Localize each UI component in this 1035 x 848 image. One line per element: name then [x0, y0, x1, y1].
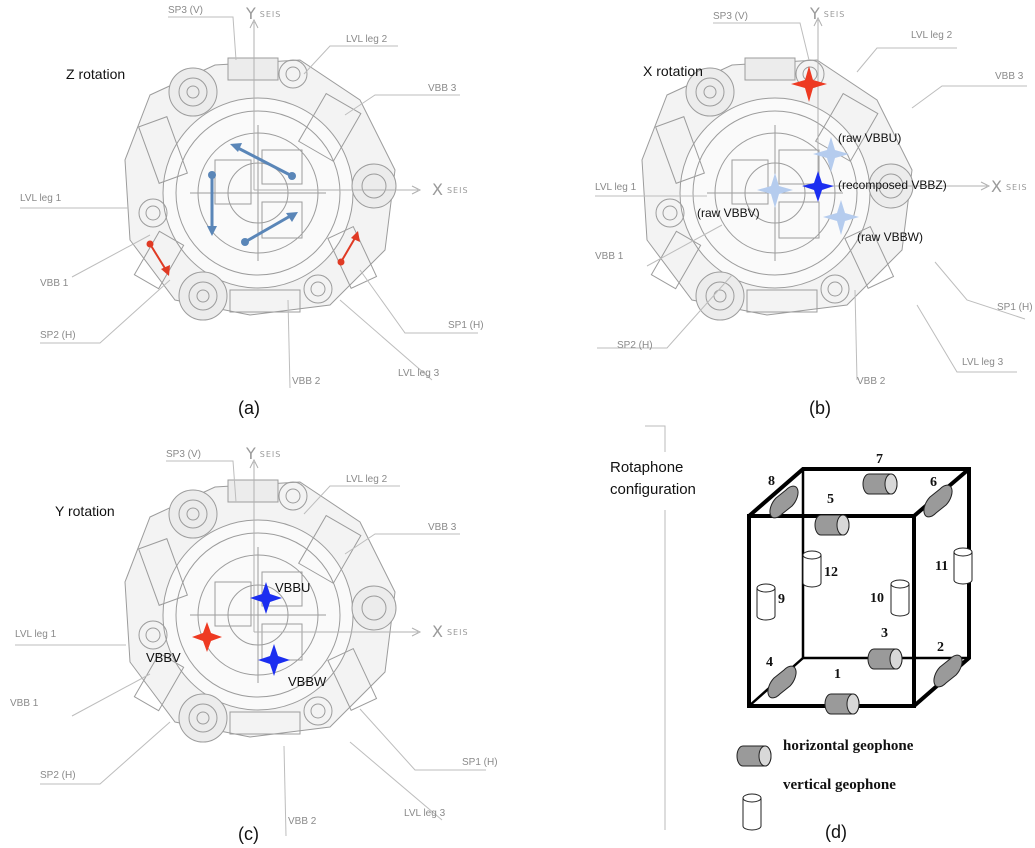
z-rotation-arrows: [146, 143, 360, 276]
label-sp1: SP1 (H): [997, 302, 1033, 313]
seis-instrument-drawing: [595, 16, 1027, 381]
geophone-number-5: 5: [827, 492, 834, 507]
geophone-number-8: 8: [768, 474, 775, 489]
rotaphone-cube-diagram: [645, 425, 973, 831]
caption: (b): [809, 398, 831, 418]
label-vbb-3: VBB 3: [428, 522, 457, 533]
star-markers: [757, 66, 859, 235]
label-sp2: SP2 (H): [617, 340, 653, 351]
geophone-number-9: 9: [778, 592, 785, 607]
label-lvl-leg-1: LVL leg 1: [15, 629, 57, 640]
label-lvl-leg-3: LVL leg 3: [398, 368, 440, 379]
geophone-number-10: 10: [870, 591, 884, 606]
label-lvl-leg-3: LVL leg 3: [404, 808, 446, 819]
seis-instrument-drawing: [20, 16, 478, 389]
geophone-number-7: 7: [876, 452, 883, 467]
label-vbb-2: VBB 2: [288, 816, 317, 827]
horizontal-geophones: [736, 473, 963, 767]
label-vbb-2: VBB 2: [857, 376, 886, 387]
label-sp3: SP3 (V): [713, 11, 749, 22]
geophone-number-1: 1: [834, 667, 841, 682]
label-sp1: SP1 (H): [462, 757, 498, 768]
label-lvl-leg-2: LVL leg 2: [911, 30, 953, 41]
label-vbb-3: VBB 3: [428, 83, 457, 94]
label-vbb-3: VBB 3: [995, 71, 1024, 82]
panel-d-rotaphone: Rotaphone configuration 1 2 3 4 5 6 7 8 …: [517, 424, 1034, 848]
label-lvl-leg-2: LVL leg 2: [346, 34, 388, 45]
label-sp1: SP1 (H): [448, 320, 484, 331]
annotation-raw-vbbw: (raw VBBW): [857, 230, 923, 244]
caption: (d): [825, 822, 847, 842]
annotation-vbbu: VBBU: [275, 580, 311, 595]
geophone-number-12: 12: [824, 565, 838, 580]
label-sp3: SP3 (V): [168, 5, 204, 16]
label-lvl-leg-2: LVL leg 2: [346, 474, 388, 485]
label-vbb-2: VBB 2: [292, 376, 321, 387]
geophone-number-11: 11: [935, 559, 949, 574]
seis-instrument-drawing: [15, 458, 486, 837]
label-vbb-1: VBB 1: [595, 251, 624, 262]
config-title: Rotaphone configuration: [610, 459, 696, 498]
label-vbb-1: VBB 1: [40, 278, 69, 289]
star-markers: [192, 582, 290, 676]
label-lvl-leg-1: LVL leg 1: [20, 193, 62, 204]
panel-title: X rotation: [643, 63, 703, 79]
geophone-number-2: 2: [937, 640, 944, 655]
vertical-geophones: [742, 547, 973, 831]
caption: (c): [238, 824, 259, 844]
label-sp2: SP2 (H): [40, 330, 76, 341]
label-sp2: SP2 (H): [40, 770, 76, 781]
annotation-vbbw: VBBW: [288, 674, 327, 689]
legend-horizontal: horizontal geophone: [783, 738, 914, 754]
annotation-vbbv: VBBV: [146, 650, 181, 665]
legend-vertical: vertical geophone: [783, 777, 896, 793]
panel-title: Y rotation: [55, 503, 115, 519]
geophone-number-4: 4: [766, 655, 773, 670]
annotation-raw-vbbv: (raw VBBV): [697, 206, 760, 220]
label-lvl-leg-3: LVL leg 3: [962, 357, 1004, 368]
annotation-raw-vbbu: (raw VBBU): [838, 131, 902, 145]
geophone-number-3: 3: [881, 626, 888, 641]
caption: (a): [238, 398, 260, 418]
annotation-recomposed-vbbz: (recomposed VBBZ): [838, 178, 947, 192]
panel-title: Z rotation: [66, 66, 126, 82]
geophone-number-6: 6: [930, 475, 937, 490]
label-vbb-1: VBB 1: [10, 698, 39, 709]
label-sp3: SP3 (V): [166, 449, 202, 460]
label-lvl-leg-1: LVL leg 1: [595, 182, 637, 193]
